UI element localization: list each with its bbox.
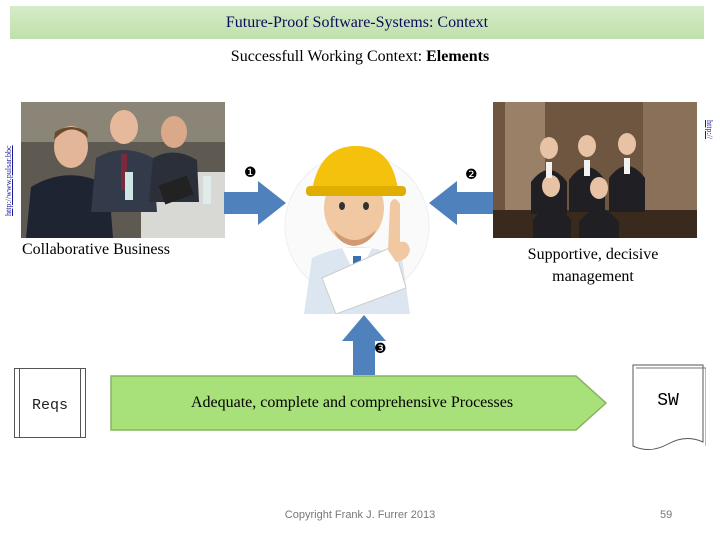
- slide-title: Future-Proof Software-Systems: Context: [226, 14, 488, 32]
- construction-worker-illustration: [282, 138, 432, 314]
- subtitle-prefix: Successfull Working Context:: [231, 48, 426, 65]
- reqs-label: Reqs: [15, 397, 85, 414]
- sw-label: SW: [632, 391, 704, 411]
- left-photo-source-link[interactable]: http://www.pulsar.bbc: [4, 145, 13, 216]
- management-label-line1: Supportive, decisive: [500, 244, 686, 266]
- title-bar: Future-Proof Software-Systems: Context: [10, 6, 704, 39]
- slide-subtitle: Successfull Working Context: Elements: [0, 48, 720, 66]
- business-meeting-photo: [21, 102, 225, 238]
- marker-three: ❸: [374, 341, 387, 357]
- arrow-right-1: [224, 179, 288, 227]
- reqs-box: Reqs: [14, 368, 86, 438]
- management-team-photo: [493, 102, 697, 238]
- page-number: 59: [660, 509, 672, 521]
- subtitle-bold: Elements: [426, 48, 489, 65]
- collaborative-business-label: Collaborative Business: [22, 241, 170, 259]
- management-label: Supportive, decisive management: [500, 244, 686, 288]
- management-label-line2: management: [500, 266, 686, 288]
- marker-two: ❷: [465, 167, 478, 183]
- footer-copyright: Copyright Frank J. Furrer 2013: [0, 509, 720, 521]
- marker-one: ❶: [244, 165, 257, 181]
- arrow-left-2: [427, 179, 493, 227]
- process-label: Adequate, complete and comprehensive Pro…: [130, 394, 574, 412]
- right-photo-source-link[interactable]: http://: [705, 120, 714, 139]
